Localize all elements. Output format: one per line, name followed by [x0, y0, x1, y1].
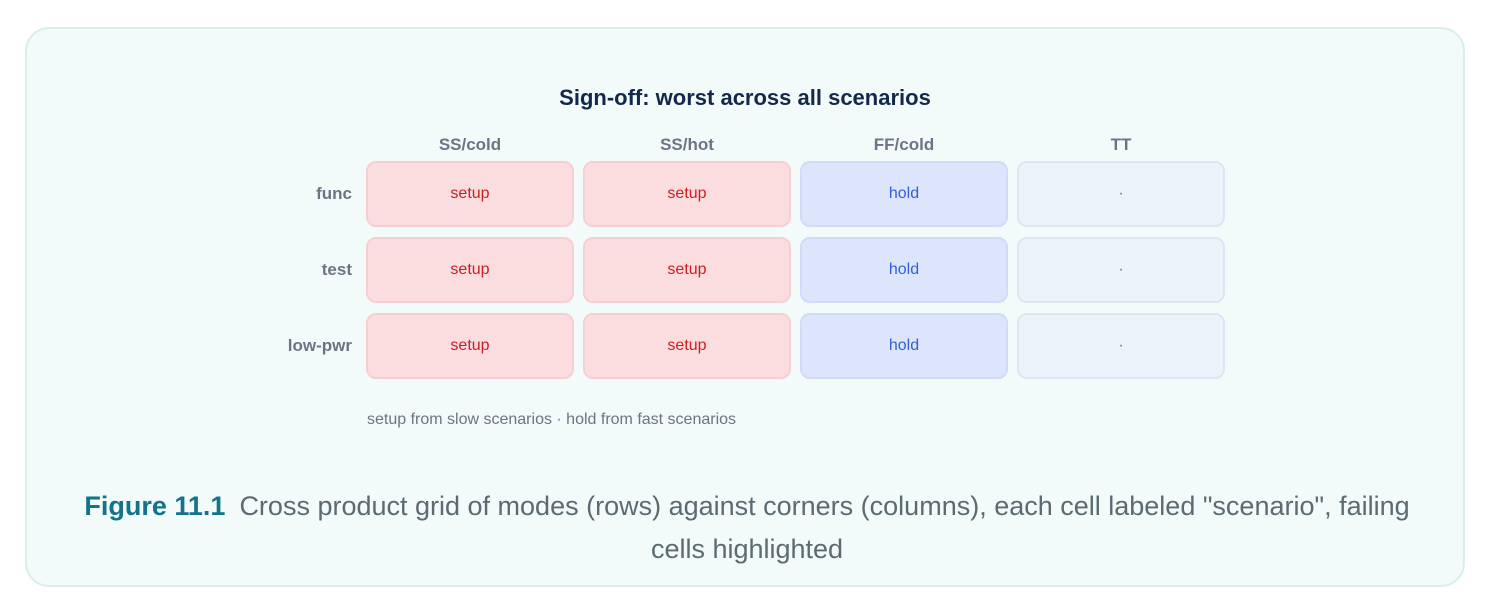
- scenario-cell: setup: [583, 313, 791, 379]
- scenario-cell: setup: [366, 313, 574, 379]
- column-header-ff-cold: FF/cold: [873, 135, 935, 154]
- legend-note: setup from slow scenarios · hold from fa…: [367, 411, 737, 428]
- scenario-cell: ·: [1017, 161, 1225, 227]
- scenario-cell: setup: [583, 161, 791, 227]
- row-header-test: test: [321, 260, 352, 279]
- scenario-cell: ·: [1017, 313, 1225, 379]
- column-header-ss-hot: SS/hot: [660, 135, 714, 154]
- figure-card: Sign-off: worst across all scenarios SS/…: [25, 27, 1465, 587]
- scenario-cell: setup: [366, 237, 574, 303]
- scenario-cell: setup: [583, 237, 791, 303]
- column-header-tt: TT: [1110, 135, 1132, 154]
- figure-caption-text: Cross product grid of modes (rows) again…: [239, 491, 1410, 564]
- scenario-cell: hold: [800, 237, 1008, 303]
- scenario-cell: setup: [366, 161, 574, 227]
- figure-caption: Figure 11.1 Cross product grid of modes (…: [67, 485, 1427, 571]
- scenario-cell: hold: [800, 161, 1008, 227]
- scenario-cell: ·: [1017, 237, 1225, 303]
- row-header-low-pwr: low-pwr: [287, 336, 352, 355]
- row-header-func: func: [316, 184, 352, 203]
- column-header-ss-cold: SS/cold: [438, 135, 502, 154]
- figure-label: Figure 11.1: [84, 491, 226, 521]
- diagram-title: Sign-off: worst across all scenarios: [559, 85, 931, 110]
- scenario-cell: hold: [800, 313, 1008, 379]
